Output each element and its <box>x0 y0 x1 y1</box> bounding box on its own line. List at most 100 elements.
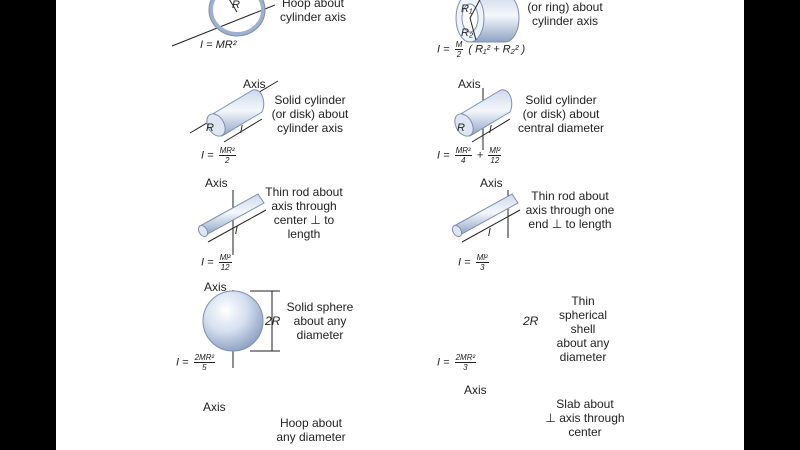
length-dim <box>207 209 267 243</box>
desc-line: (or ring) about <box>527 0 603 14</box>
desc-line: any diameter <box>276 430 346 444</box>
rod-center-illustration: l <box>197 190 267 255</box>
desc-line: ⊥ axis through <box>545 411 625 425</box>
numerator: Ml² <box>218 253 232 263</box>
length-dim <box>471 118 511 143</box>
hoop-ring-outline: R <box>0 0 12 17</box>
desc-line: length <box>287 227 321 241</box>
slab-description: Slab about ⊥ axis through center <box>540 397 630 439</box>
hoop-ring <box>209 0 265 36</box>
rod-end <box>197 224 209 238</box>
solid-cylinder-axis-illustration: R l <box>189 80 279 143</box>
axis-line <box>469 0 481 19</box>
desc-line: axis through one <box>525 203 615 217</box>
solid-cylinder-axis-description: Solid cylinder (or disk) about cylinder … <box>262 93 358 135</box>
denominator: 12 <box>220 263 230 272</box>
axis-label: Axis <box>203 400 226 414</box>
desc-line: cylinder axis <box>531 14 599 28</box>
desc-line: end ⊥ to length <box>528 217 612 231</box>
desc-line: Solid cylinder <box>274 93 346 107</box>
axis-label: Axis <box>464 383 487 397</box>
desc-line: diameter <box>296 328 344 342</box>
solid-cylinder-diameter-illustration: R l <box>454 88 513 150</box>
desc-line: axis through <box>271 199 337 213</box>
desc-line: Thin <box>571 294 595 308</box>
length-label: l <box>240 124 243 136</box>
r1-label: R₁ <box>461 3 473 15</box>
desc-line: diameter <box>559 350 607 364</box>
formula-prefix: I = <box>437 43 450 56</box>
hoop-diameter-illustration: R <box>0 0 12 17</box>
rod-end-illustration: l <box>451 190 521 243</box>
desc-line: (or disk) about <box>522 107 600 121</box>
solid-sphere-illustration <box>202 290 280 368</box>
desc-line: Hoop about <box>279 416 343 430</box>
radius-label: R <box>0 0 12 17</box>
hoop-ring: R <box>0 0 12 17</box>
cylinder-end <box>454 113 474 137</box>
hoop-ring-outline <box>208 0 266 37</box>
axis-label: Axis <box>458 77 481 91</box>
formula-prefix: I = <box>437 149 450 162</box>
desc-line: Slab about <box>556 397 614 411</box>
spherical-shell-description: Thin spherical shell about any diameter <box>545 294 621 364</box>
desc-line: Hoop about <box>281 0 345 10</box>
desc-line: Solid sphere <box>286 300 354 314</box>
sphere <box>202 290 264 352</box>
dimension-label: 2R <box>523 314 539 328</box>
desc-line: Thin rod about <box>531 189 609 203</box>
numerator: 2MR² <box>193 353 216 363</box>
denominator: 4 <box>460 156 466 165</box>
desc-line: about any <box>293 314 347 328</box>
axis-line: R <box>0 0 12 17</box>
formula-prefix: I = <box>176 356 189 369</box>
denominator: 3 <box>463 363 468 372</box>
cylinder-end <box>206 113 226 137</box>
annular-description: (or ring) about cylinder axis <box>520 0 610 28</box>
solid-cylinder-diameter-description: Solid cylinder (or disk) about central d… <box>513 93 609 135</box>
desc-line: center <box>568 425 602 439</box>
desc-line: cylinder axis <box>279 10 347 24</box>
desc-line: Solid cylinder <box>525 93 597 107</box>
length-dim <box>223 118 263 143</box>
rod-end-description: Thin rod about axis through one end ⊥ to… <box>520 189 620 231</box>
denominator: 3 <box>479 263 485 272</box>
denominator: 5 <box>202 363 207 372</box>
hoop-cylinder-formula: I = MR² <box>200 39 237 51</box>
radius-label: R <box>457 122 465 134</box>
radius-label: R <box>232 0 240 11</box>
formula-prefix: I = <box>201 149 214 162</box>
desc-line: (or disk) about <box>271 107 349 121</box>
numerator: MR² <box>218 146 236 156</box>
hoop-cylinder-axis-illustration: R <box>171 0 276 47</box>
denominator: 2 <box>456 50 462 59</box>
axis-label: Axis <box>480 176 503 190</box>
length-dim <box>461 209 521 243</box>
length-label: l <box>489 124 492 136</box>
figure-panel <box>56 0 744 450</box>
formula-suffix: ( R₁² + R₂² ) <box>468 43 526 56</box>
denominator: 12 <box>490 156 500 165</box>
numerator: 2MR² <box>454 353 477 363</box>
axis-label: Axis <box>205 176 228 190</box>
formula-prefix: I = <box>437 356 450 369</box>
axis-label: Axis <box>243 77 266 91</box>
radius-line <box>229 0 238 13</box>
annular-cylinder-illustration: R₁ R₂ <box>455 0 520 43</box>
desc-line: Thin rod about <box>265 185 343 199</box>
hoop-diameter-description: Hoop about any diameter <box>270 416 352 444</box>
rod-end <box>451 224 463 238</box>
radius-line: R <box>0 0 12 17</box>
